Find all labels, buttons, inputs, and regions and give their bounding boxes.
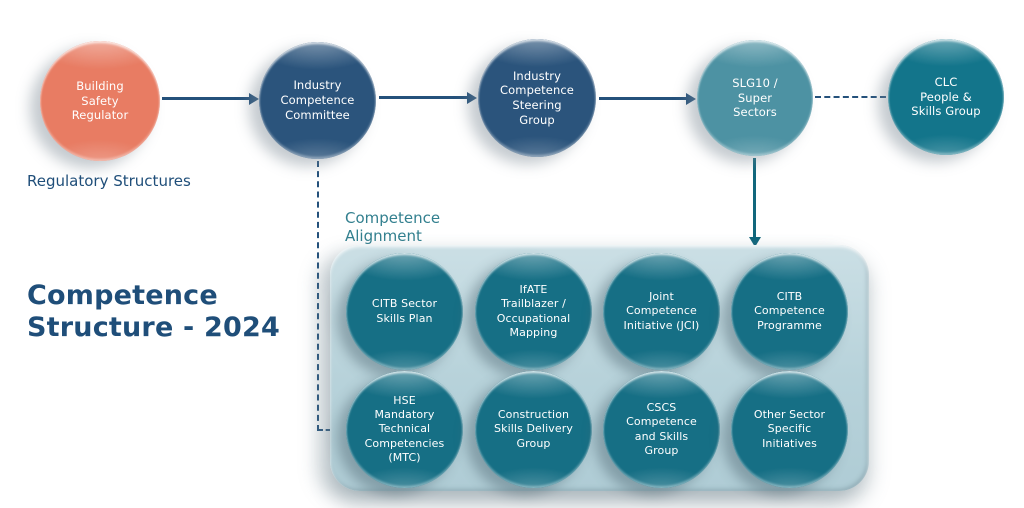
- node-label: Industry Competence Committee: [280, 78, 355, 122]
- node-label: Joint Competence Initiative (JCI): [623, 290, 700, 332]
- node-label: CSCS Competence and Skills Group: [626, 401, 697, 457]
- node-industry-competence-steering-group: Industry Competence Steering Group: [478, 39, 596, 157]
- arrow-slg10-to-alignment-box: [753, 158, 756, 238]
- node-label: IfATE Trailblazer / Occupational Mapping: [496, 283, 571, 339]
- arrow-icsg-to-slg10: [599, 97, 687, 100]
- arrow-icc-to-icsg: [379, 96, 468, 99]
- node-label: CLC People & Skills Group: [911, 74, 981, 119]
- node-joint-competence-initiative: Joint Competence Initiative (JCI): [603, 253, 720, 370]
- node-cscs-competence-and-skills-group: CSCS Competence and Skills Group: [603, 371, 720, 488]
- node-label: Construction Skills Delivery Group: [494, 408, 573, 450]
- node-hse-mandatory-technical-competencies: HSE Mandatory Technical Competencies (MT…: [346, 371, 463, 488]
- node-citb-sector-skills-plan: CITB Sector Skills Plan: [346, 253, 463, 370]
- node-ifate-trailblazer-occupational-mapping: IfATE Trailblazer / Occupational Mapping: [475, 253, 592, 370]
- node-label: Industry Competence Steering Group: [500, 68, 574, 127]
- node-construction-skills-delivery-group: Construction Skills Delivery Group: [475, 371, 592, 488]
- node-other-sector-specific-initiatives: Other Sector Specific Initiatives: [731, 371, 848, 488]
- node-clc-people-skills-group: CLC People & Skills Group: [888, 39, 1004, 155]
- node-label: CITB Competence Programme: [754, 290, 825, 332]
- dashed-connector-slg10-to-clc: [815, 96, 886, 98]
- node-label: Other Sector Specific Initiatives: [753, 408, 826, 450]
- node-label: CITB Sector Skills Plan: [371, 297, 438, 325]
- arrow-bsr-to-icc: [162, 97, 250, 100]
- node-citb-competence-programme: CITB Competence Programme: [731, 253, 848, 370]
- node-building-safety-regulator: Building Safety Regulator: [40, 41, 160, 161]
- competence-alignment-label: Competence Alignment: [345, 209, 441, 246]
- regulatory-structures-label: Regulatory Structures: [27, 172, 191, 190]
- node-industry-competence-committee: Industry Competence Committee: [259, 42, 376, 159]
- page-title: Competence Structure - 2024: [27, 280, 281, 344]
- node-label: HSE Mandatory Technical Competencies (MT…: [364, 394, 445, 464]
- node-slg10-super-sectors: SLG10 / Super Sectors: [697, 40, 813, 156]
- node-label: SLG10 / Super Sectors: [732, 75, 778, 120]
- node-label: Building Safety Regulator: [71, 78, 129, 123]
